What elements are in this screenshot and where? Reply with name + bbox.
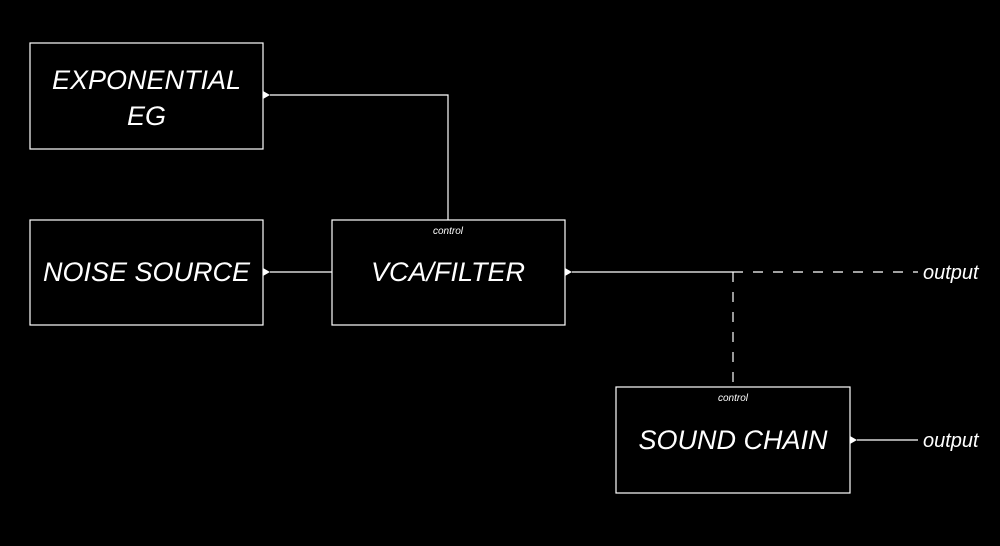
sound-chain-output-label: output — [923, 430, 980, 452]
main-output-label: output — [923, 262, 980, 284]
exponential-eg-output-arrow-icon — [263, 91, 270, 99]
vca-filter-control-port-label: control — [433, 226, 464, 237]
eg-to-vca-control-connector — [270, 94, 449, 220]
exponential-eg-box — [29, 42, 264, 150]
vca-filter-block[interactable]: control VCA/FILTER — [331, 219, 572, 326]
sound-chain-control-port-label: control — [718, 393, 749, 404]
vca-filter-label: VCA/FILTER — [371, 257, 525, 287]
exponential-eg-label-line1: EXPONENTIAL — [52, 65, 241, 95]
sound-chain-label: SOUND CHAIN — [638, 425, 828, 455]
vca-filter-output-arrow-icon — [565, 268, 572, 276]
noise-source-label: NOISE SOURCE — [43, 257, 251, 287]
noise-source-output-arrow-icon — [263, 268, 270, 276]
exponential-eg-block[interactable]: EXPONENTIAL EG — [29, 42, 270, 150]
noise-source-block[interactable]: NOISE SOURCE — [29, 219, 270, 326]
sound-chain-output-arrow-icon — [850, 436, 857, 444]
sound-chain-block[interactable]: control SOUND CHAIN — [615, 386, 857, 494]
exponential-eg-label-line2: EG — [127, 101, 166, 131]
